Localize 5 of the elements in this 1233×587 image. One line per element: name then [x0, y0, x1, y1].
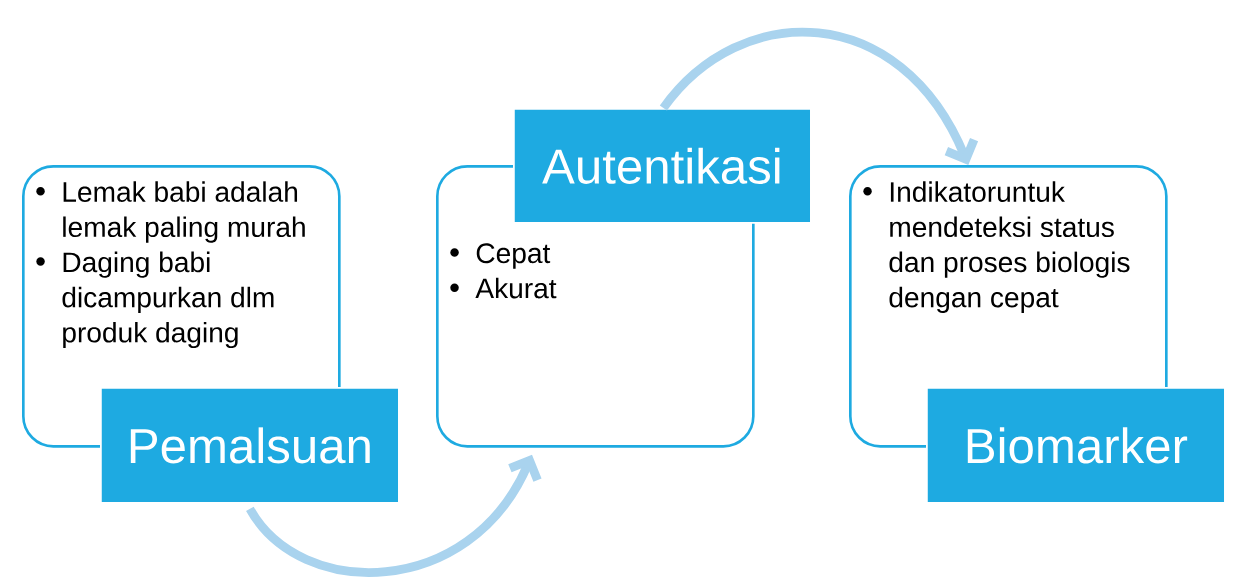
- title-box: Autentikasi: [513, 108, 812, 224]
- curved-arrow: [246, 454, 542, 577]
- curved-arrow: [660, 28, 979, 165]
- title-box: Biomarker: [926, 387, 1226, 504]
- title-box: Pemalsuan: [100, 387, 400, 504]
